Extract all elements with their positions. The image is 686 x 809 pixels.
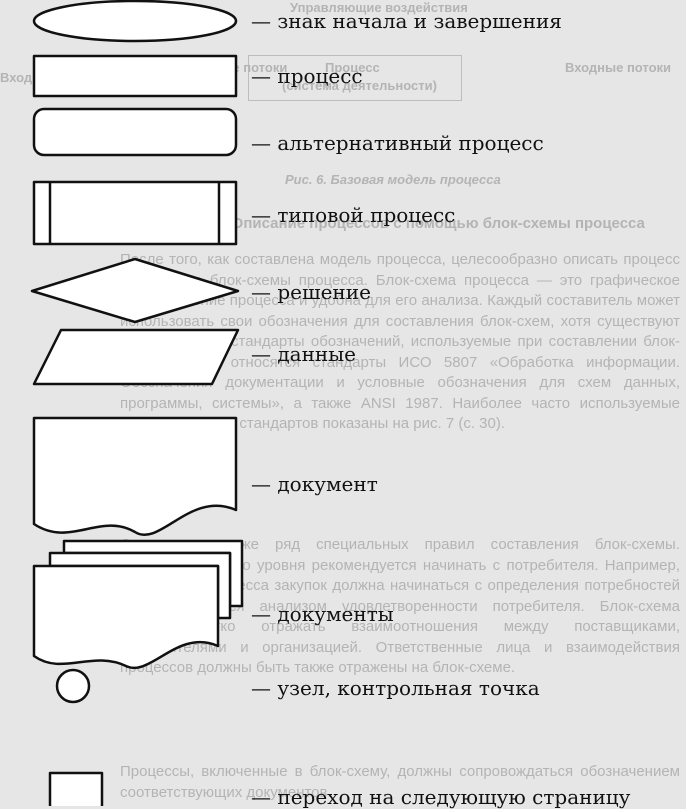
multi-document-symbol — [32, 539, 244, 670]
bg-caption: Рис. 6. Базовая модель процесса — [285, 172, 501, 187]
document-symbol — [32, 416, 238, 536]
predefined-process-symbol — [32, 180, 238, 246]
rounded-rectangle-symbol — [32, 107, 238, 157]
bg-inputs-right: Входные потоки — [565, 60, 672, 75]
label-off-page-connector: — переход на следующую страницу — [251, 785, 631, 809]
off-page-connector-symbol — [48, 771, 104, 806]
circle-symbol — [55, 668, 91, 704]
label-parallelogram: — данные — [251, 342, 357, 366]
bg-diagram-box — [248, 55, 462, 101]
bg-section-heading: 6. Описание процессов с помощью блок-схе… — [215, 215, 645, 232]
label-circle: — узел, контрольная точка — [251, 676, 540, 700]
bg-header-fragment: Управляющие воздействия — [290, 0, 468, 15]
bg-paragraph-1: После того, как составлена модель процес… — [120, 251, 680, 432]
label-document: — документ — [251, 472, 378, 496]
label-rounded-rectangle: — альтернативный процесс — [251, 131, 544, 155]
label-rectangle: — процесс — [251, 64, 363, 88]
label-oval: — знак начала и завершения — [251, 9, 562, 33]
bg-paragraph-3: Процессы, включенные в блок-схему, должн… — [120, 763, 680, 801]
oval-symbol — [32, 0, 238, 43]
label-diamond: — решение — [251, 280, 371, 304]
label-multi-document: — документы — [251, 602, 394, 626]
parallelogram-symbol — [32, 328, 240, 386]
diamond-symbol — [30, 257, 240, 324]
rectangle-symbol — [32, 54, 238, 98]
bg-diagram-center: Процесс — [325, 60, 380, 75]
label-predefined-process: — типовой процесс — [251, 203, 456, 227]
bg-diagram-center-sub: (система деятельности) — [282, 78, 437, 93]
bg-paragraph-2: Существует также ряд специальных правил … — [120, 536, 680, 676]
